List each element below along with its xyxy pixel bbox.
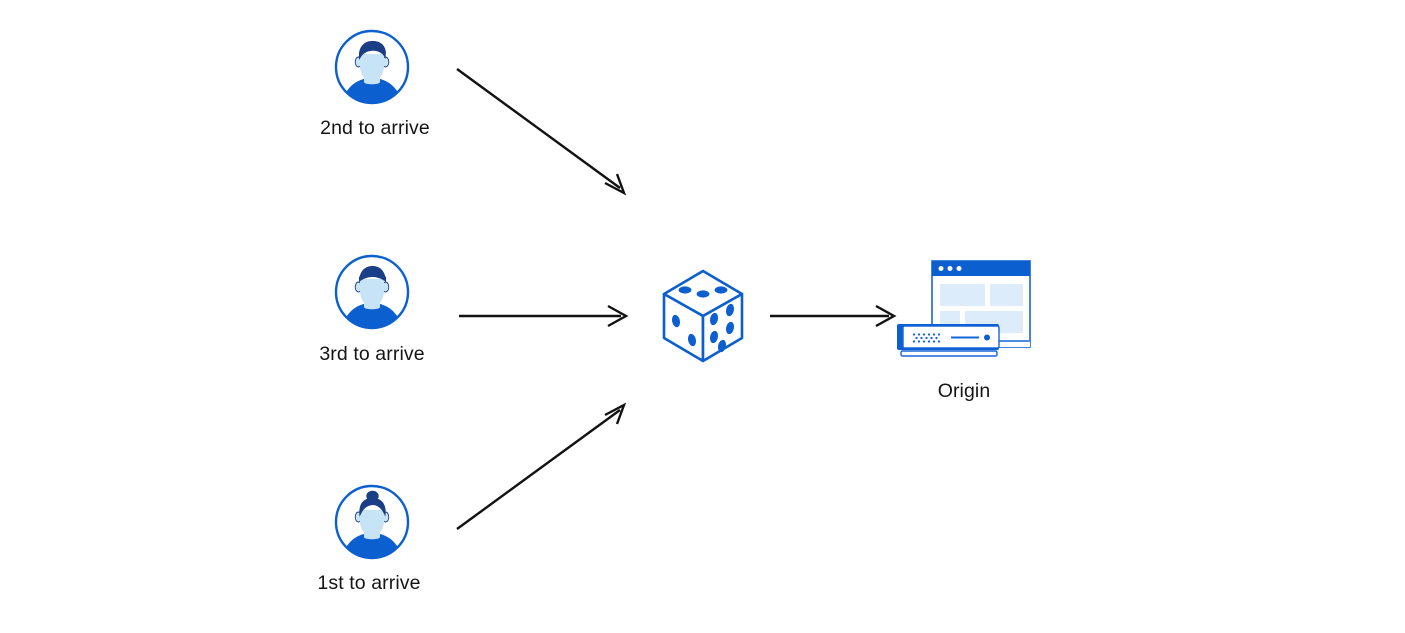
client-avatar-2nd[interactable] (333, 28, 411, 106)
user-avatar-icon (334, 29, 410, 105)
client-label-3rd: 3rd to arrive (319, 343, 425, 365)
client-label-2nd: 2nd to arrive (320, 117, 430, 139)
arrow-client3-to-dice (459, 304, 629, 328)
dice-node[interactable] (659, 266, 751, 366)
user-avatar-icon (334, 254, 410, 330)
client-label-1st: 1st to arrive (317, 572, 421, 594)
server-device-icon (897, 324, 1000, 357)
client-avatar-1st[interactable] (333, 483, 411, 561)
arrow-client1-to-dice (456, 402, 627, 530)
arrow-client2-to-dice (456, 68, 627, 196)
origin-server-browser-icon (897, 260, 1031, 357)
origin-label: Origin (937, 380, 991, 402)
client-avatar-3rd[interactable] (333, 253, 411, 331)
arrow-dice-to-origin (770, 304, 897, 328)
origin-node[interactable] (893, 256, 1033, 366)
user-avatar-icon (334, 484, 410, 560)
dice-cube-icon (662, 269, 744, 363)
